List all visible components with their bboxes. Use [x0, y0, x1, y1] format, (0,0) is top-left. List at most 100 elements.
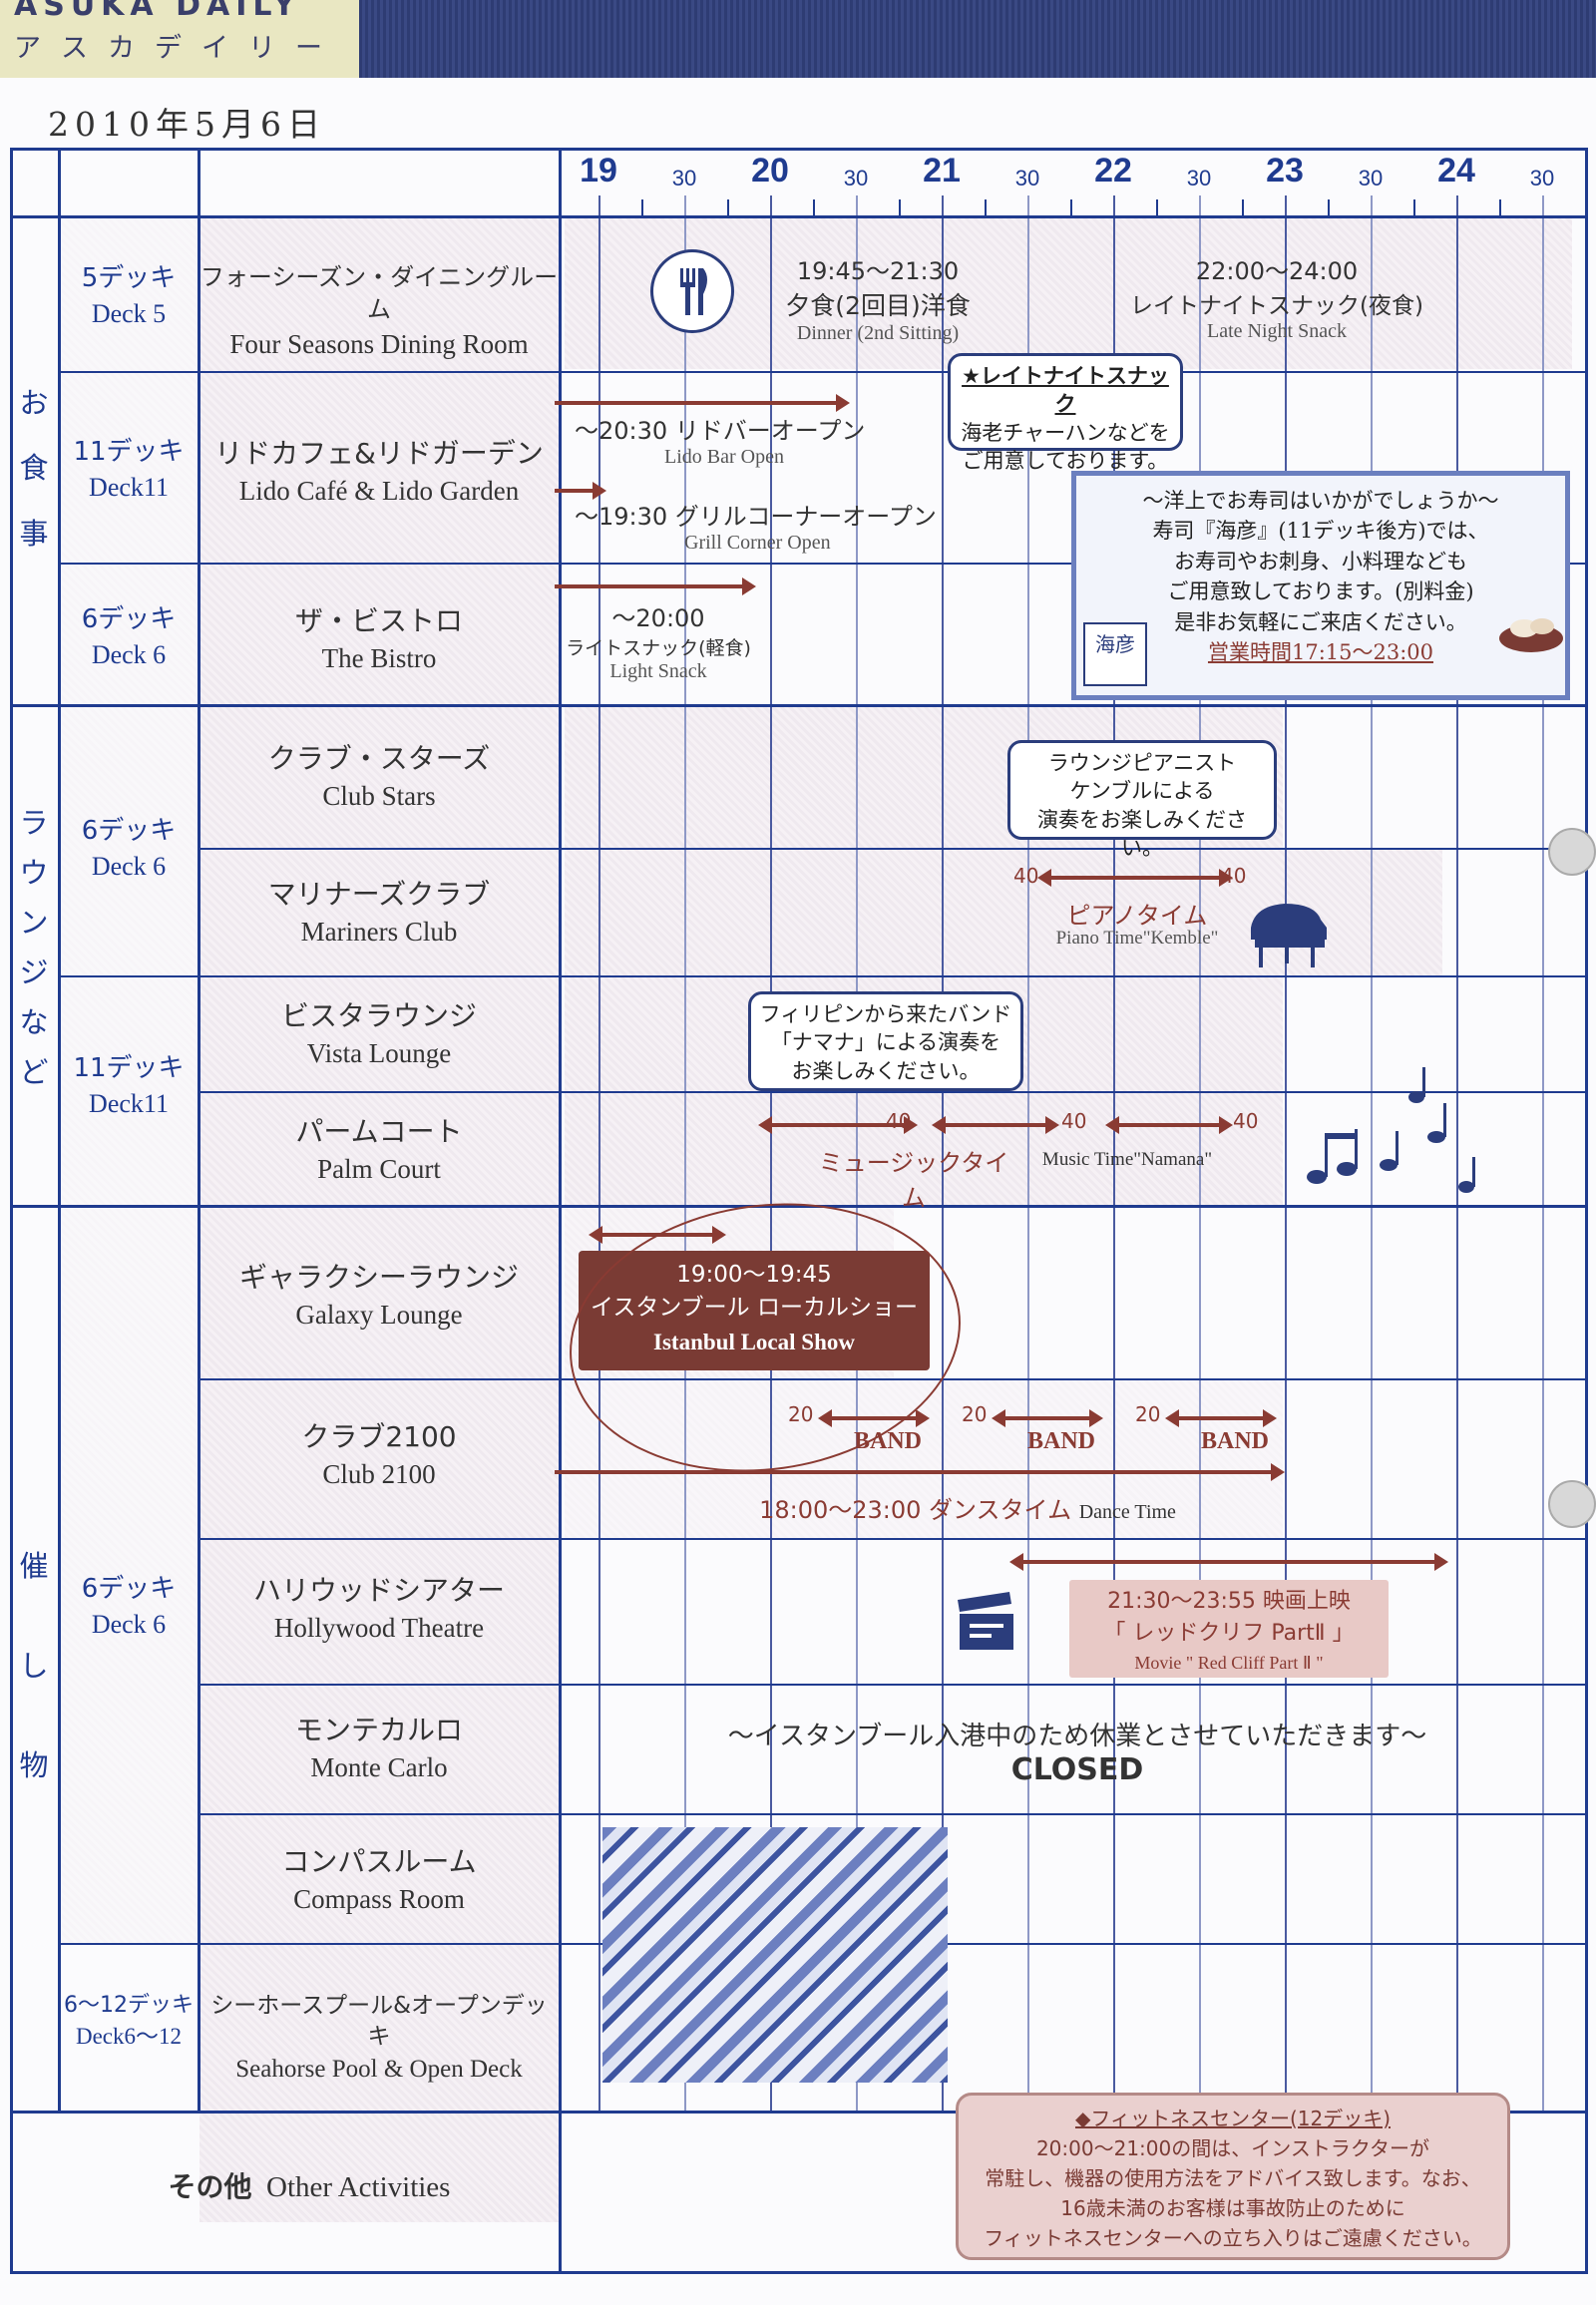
- band-20-a: 20: [788, 1402, 814, 1426]
- category-char: ジ: [19, 955, 49, 989]
- venue-en: Monte Carlo: [310, 1751, 448, 1782]
- dance-title: ダンスタイム: [929, 1496, 1072, 1524]
- half-hour-gridline: [684, 195, 686, 2111]
- venue-en: Hollywood Theatre: [273, 1612, 485, 1643]
- music-arrow-1: [758, 1116, 918, 1134]
- category-char: ど: [19, 1054, 49, 1089]
- piano-title: ピアノタイム: [1066, 902, 1208, 930]
- venue-jp: シーホースプール&オープンデッキ: [210, 1993, 548, 2051]
- venue-jp: ギャラクシーラウンジ: [238, 1261, 519, 1294]
- row-line: [198, 1091, 1588, 1093]
- time-label-half: 30: [1014, 166, 1040, 191]
- quarter-tick: [1156, 199, 1158, 215]
- deck-jp: 5デッキ: [81, 263, 177, 293]
- fitness-title: ◆フィットネスセンター(12デッキ): [1074, 2107, 1392, 2130]
- venue-jp: ハリウッドシアター: [252, 1574, 505, 1607]
- band-20-b: 20: [962, 1402, 988, 1426]
- row-line: [198, 1813, 1588, 1815]
- deck-en: Deck11: [89, 473, 169, 503]
- grill-en: Grill Corner Open: [684, 532, 831, 554]
- show-arrow: [589, 1226, 726, 1244]
- movie-en: Movie " Red Cliff Part Ⅱ ": [1134, 1652, 1324, 1673]
- venue-en: Club 2100: [322, 1458, 436, 1489]
- time-label-hour: 22: [1094, 152, 1132, 190]
- binder-hole: [1548, 1480, 1596, 1528]
- bistro-en: Light Snack: [609, 660, 707, 682]
- note-line: フィリピンから来たバンド: [759, 1002, 1012, 1026]
- piano-40-left: 40: [1013, 864, 1039, 888]
- half-hour-gridline: [1371, 195, 1373, 2111]
- row-line: [58, 975, 1588, 977]
- venue-en: The Bistro: [321, 642, 437, 673]
- piano-arrow: [1037, 869, 1233, 887]
- time-label-half: 30: [1186, 166, 1212, 191]
- quarter-tick: [813, 199, 815, 215]
- band-arrow-2: [992, 1409, 1103, 1427]
- late-snack-block: 22:00〜24:00 レイトナイトスナック(夜食) Late Night Sn…: [1127, 251, 1426, 343]
- time-label-half: 30: [1358, 166, 1384, 191]
- pianist-note: ラウンジピアニスト ケンブルによる 演奏をお楽しみください。: [1007, 740, 1277, 860]
- late-snack-note: ★レイトナイトスナック 海老チャーハンなどを ご用意しております。: [948, 353, 1183, 473]
- time-label-hour: 21: [923, 152, 961, 190]
- venue-jp: クラブ・スターズ: [267, 742, 491, 775]
- sushi-line: お寿司やお刺身、小料理なども: [1174, 549, 1467, 574]
- band-arrow-1: [818, 1409, 930, 1427]
- quarter-tick: [1499, 199, 1501, 215]
- venue-jp: リドカフェ&リドガーデン: [214, 437, 544, 470]
- sushi-line: 寿司『海彦』(11デッキ後方)では、: [1152, 519, 1489, 544]
- dinner-en: Dinner (2nd Sitting): [796, 322, 960, 344]
- bistro-arrow: [555, 577, 756, 595]
- band-20-c: 20: [1135, 1402, 1161, 1426]
- col-divider-deck: [198, 148, 200, 2113]
- venue-jp: モンテカルロ: [294, 1714, 463, 1746]
- music-notes-icon: [1297, 1057, 1486, 1207]
- venue-en: Lido Café & Lido Garden: [238, 475, 520, 506]
- venue-en: Palm Court: [317, 1153, 441, 1184]
- venue-jp: ビスタラウンジ: [280, 999, 477, 1032]
- grill-arrow: [555, 482, 606, 500]
- lido-bar-en: Lido Bar Open: [664, 446, 784, 468]
- venue-en: Compass Room: [293, 1883, 465, 1914]
- category-char: お: [19, 386, 49, 421]
- dinner-time: 19:45〜21:30: [796, 257, 960, 285]
- deck-jp: 11デッキ: [73, 1053, 185, 1083]
- row-line: [58, 371, 1588, 373]
- row-line: [198, 1378, 1588, 1380]
- quarter-tick: [727, 199, 729, 215]
- dance-block: 18:00〜23:00 ダンスタイム Dance Time: [738, 1490, 1197, 1525]
- venue-monte: モンテカルロ Monte Carlo: [200, 1712, 559, 1785]
- header-row-line: [10, 215, 1588, 218]
- closed-notice: 〜イスタンブール入港中のため休業とさせていただきます〜 CLOSED: [569, 1716, 1586, 1787]
- venue-jp: マリナーズクラブ: [267, 878, 491, 911]
- deck-en: Deck11: [89, 1089, 169, 1119]
- quarter-tick: [1413, 199, 1415, 215]
- note-line: 演奏をお楽しみください。: [1037, 807, 1247, 861]
- note-line: ご用意しております。: [962, 449, 1169, 474]
- deck-jp: 6〜12デッキ: [64, 1993, 194, 2018]
- music-arrow-3: [1105, 1116, 1233, 1134]
- sushi-logo-text: 海彦: [1095, 632, 1135, 656]
- music-40-b: 40: [1061, 1109, 1087, 1133]
- category-char: な: [19, 1004, 49, 1039]
- category-char: ン: [19, 905, 49, 940]
- row-line: [58, 563, 1588, 565]
- section-divider-other: [10, 2111, 1588, 2113]
- half-hour-gridline: [1199, 195, 1201, 2111]
- row-line: [198, 848, 1588, 850]
- half-hour-gridline: [1542, 195, 1544, 2111]
- movie-box: 21:30〜23:55 映画上映 「 レッドクリフ PartⅡ 」 Movie …: [1069, 1580, 1389, 1678]
- piano-icon: [1247, 898, 1331, 971]
- category-char: 事: [19, 516, 49, 551]
- lido-bar-title: 〜20:30 リドバーオープン: [575, 417, 866, 445]
- sushi-line: 〜洋上でお寿司はいかがでしょうか〜: [1142, 489, 1499, 513]
